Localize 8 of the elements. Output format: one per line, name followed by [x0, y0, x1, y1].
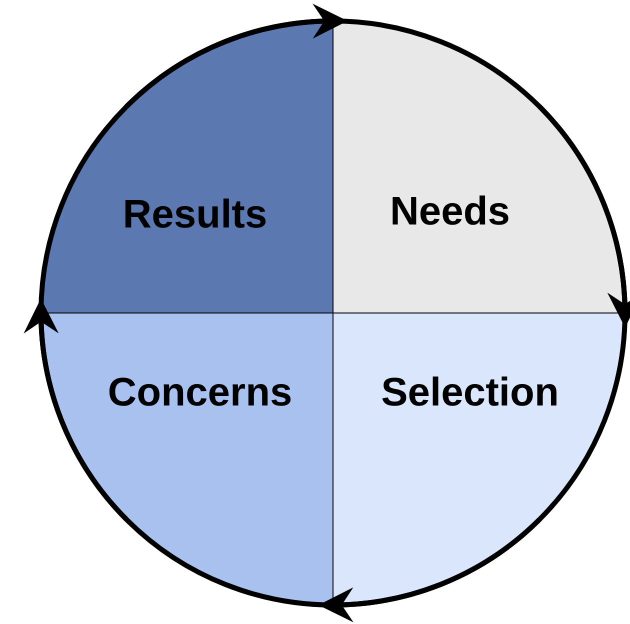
- quadrant-label: Needs: [390, 190, 510, 234]
- quadrant-label: Concerns: [108, 370, 292, 416]
- quadrant-sector: [333, 313, 625, 605]
- quadrant-label: Results: [122, 192, 268, 238]
- quadrant-sector: [41, 313, 333, 605]
- quadrant-label: Selection: [381, 370, 559, 416]
- quadrant-sector: [41, 21, 333, 313]
- quadrant-sector: [333, 21, 625, 313]
